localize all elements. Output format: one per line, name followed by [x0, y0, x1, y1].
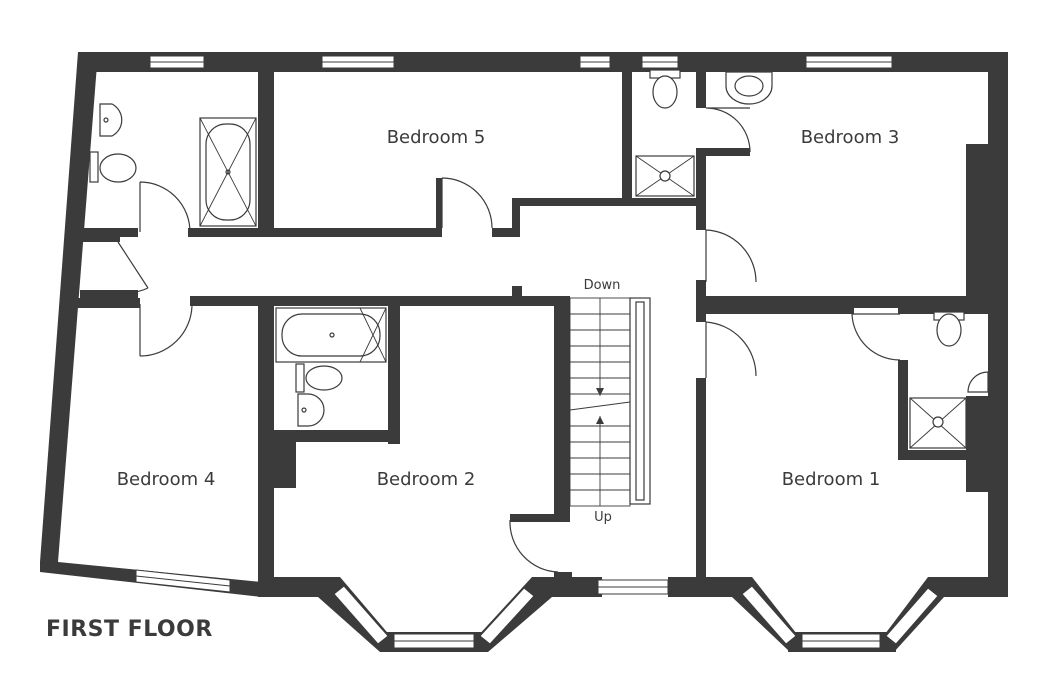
window-bay2-left	[333, 585, 389, 645]
label-bedroom5: Bedroom 5	[387, 127, 486, 148]
door-bedroom1	[705, 321, 757, 378]
door-store	[117, 241, 149, 294]
window-bay2-right	[479, 587, 535, 645]
basin-ensuite2	[297, 393, 325, 427]
windows	[135, 55, 939, 649]
basin-ensuite1	[967, 371, 989, 393]
floor-title: FIRST FLOOR	[46, 617, 213, 642]
door-bathroom	[139, 181, 191, 233]
window-bay1-right	[885, 587, 939, 645]
door-ensuite1	[851, 313, 901, 361]
window-bay1-left	[741, 585, 797, 645]
wc-main	[89, 151, 99, 183]
label-bedroom3: Bedroom 3	[801, 127, 900, 148]
doors	[117, 107, 901, 573]
door-bedroom5	[441, 177, 493, 229]
wc-ensuite2	[295, 363, 305, 393]
door-bedroom2	[509, 519, 560, 573]
label-bedroom4: Bedroom 4	[117, 469, 216, 490]
label-bedroom1: Bedroom 1	[782, 469, 881, 490]
label-stairs-up: Up	[594, 510, 612, 525]
fixtures	[89, 69, 989, 449]
door-bedroom3	[705, 229, 757, 283]
label-stairs-down: Down	[584, 278, 621, 293]
label-bedroom2: Bedroom 2	[377, 469, 476, 490]
door-ensuite3	[705, 107, 751, 153]
interior-walls	[70, 52, 1008, 597]
basin-main	[99, 103, 123, 137]
door-bedroom4	[139, 304, 193, 357]
staircase	[569, 297, 631, 507]
